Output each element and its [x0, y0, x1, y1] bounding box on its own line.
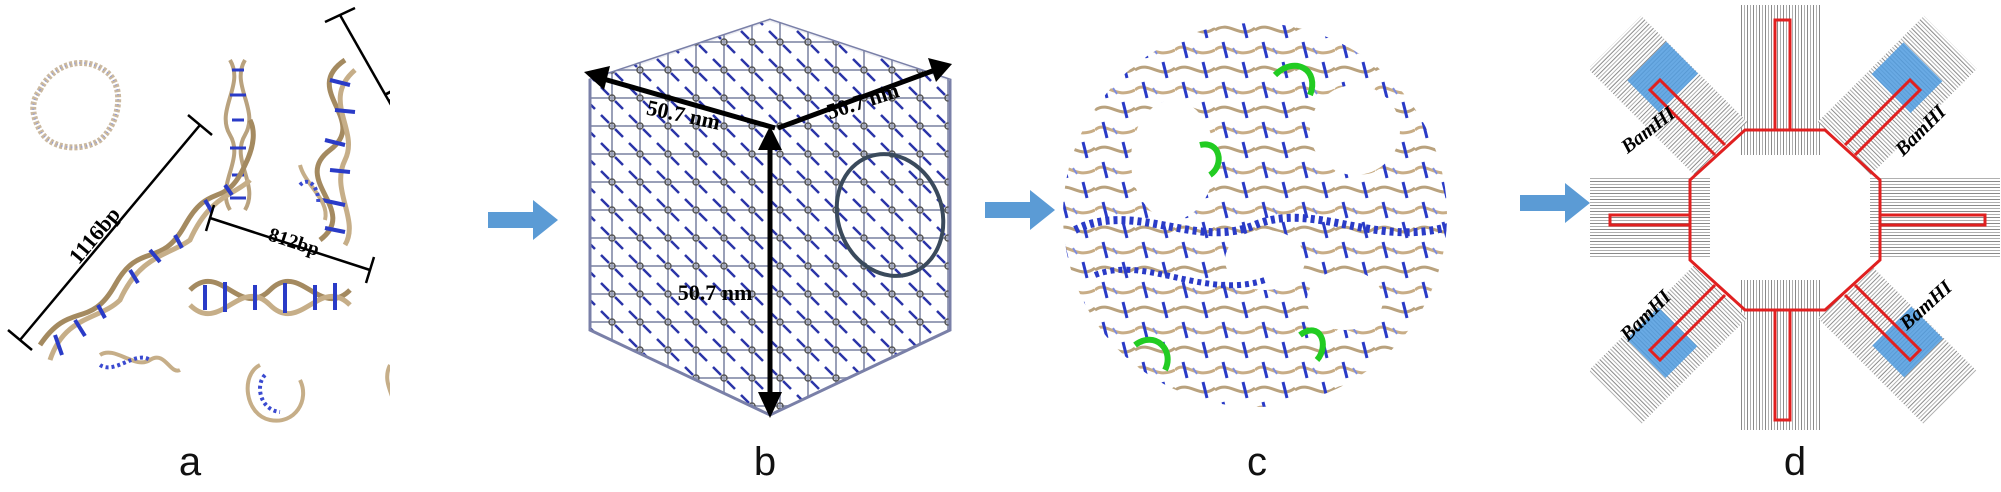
label-1034bp: 1034 bp — [378, 82, 390, 152]
dim-812 — [204, 204, 376, 284]
dna-loop-top-left — [30, 60, 122, 151]
caption-c: c — [1247, 440, 1267, 484]
panel-c: c — [1055, 0, 1465, 484]
dna-helix-horizontal — [188, 278, 352, 317]
arrow-c-to-d — [1520, 183, 1590, 223]
panel-d-drawing: BamHI BamHI BamHI BamHI — [1590, 5, 2000, 430]
panel-a-drawing: 1116bp 1034 bp 812bp — [7, 6, 390, 423]
dimension-arrows — [584, 58, 952, 418]
dna-small-fragments — [98, 164, 390, 423]
dna-helix-long-diagonal — [37, 118, 256, 361]
dim-1034 — [324, 6, 390, 106]
arrow-b-to-c — [985, 190, 1055, 230]
panel-d: BamHI BamHI BamHI BamHI d — [1590, 0, 2001, 484]
label-nm-vertical: 50.7 nm — [678, 280, 753, 305]
label-812bp: 812bp — [266, 224, 322, 261]
panel-b-drawing: 50.7 nm 50.7 nm 50.7 nm — [584, 18, 952, 418]
panel-b: 50.7 nm 50.7 nm 50.7 nm b — [570, 0, 970, 484]
caption-a: a — [178, 440, 202, 484]
dna-helix-right-vertical — [314, 57, 357, 247]
panel-a: 1116bp 1034 bp 812bp a — [0, 0, 390, 484]
label-1116bp: 1116bp — [63, 202, 125, 269]
panel-c-drawing — [1063, 23, 1447, 407]
scaffold-path — [1608, 18, 1987, 422]
ring-cross-section — [1063, 23, 1447, 407]
dim-1116 — [7, 114, 213, 351]
highlight-ellipse — [834, 152, 946, 278]
caption-b: b — [753, 440, 777, 484]
caption-d: d — [1783, 440, 1807, 484]
bamhi-blue-blocks — [1626, 41, 1944, 379]
green-highlights — [1133, 62, 1326, 372]
arrow-a-to-b — [488, 200, 558, 240]
